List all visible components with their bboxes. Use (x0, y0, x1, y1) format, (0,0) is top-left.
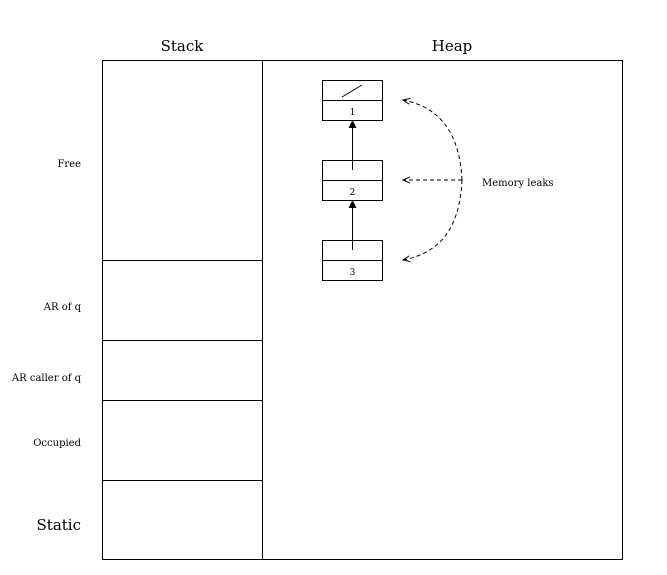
label-free: Free (57, 159, 81, 170)
memory-frame (102, 60, 623, 560)
heap-node-1-label: 1 (350, 108, 356, 118)
memory-leaks-label: Memory leaks (482, 178, 554, 189)
label-static: Static (37, 516, 81, 534)
leak-arrow-node-3 (403, 179, 463, 260)
label-ar-caller-of-q: AR caller of q (11, 373, 82, 384)
heap-node-1: 1 (322, 80, 383, 121)
heap-node-2-label: 2 (350, 188, 356, 198)
label-occupied: Occupied (33, 438, 81, 449)
label-ar-of-q: AR of q (43, 302, 82, 313)
heap-heading: Heap (432, 37, 473, 55)
heap-node-3-label: 3 (350, 268, 356, 278)
null-pointer-slash (341, 84, 363, 98)
stack-heading: Stack (161, 37, 205, 55)
leak-arrow-node-1 (403, 100, 463, 181)
